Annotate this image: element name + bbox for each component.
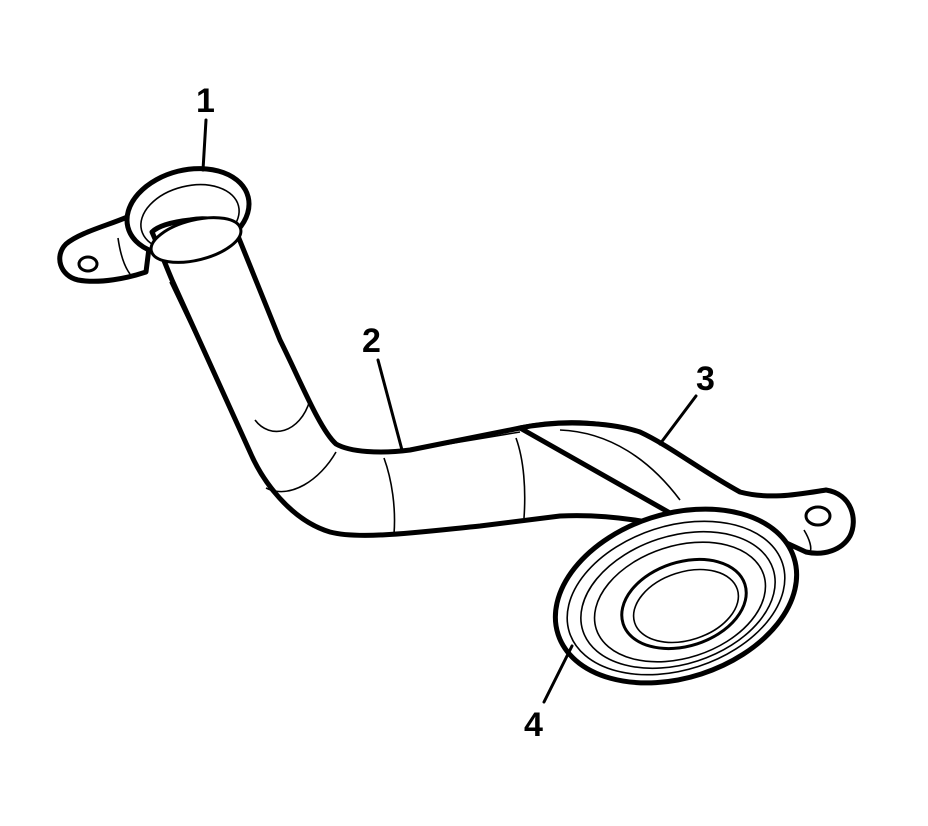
left-bracket-bolt-hole (77, 255, 99, 273)
callout-label-4: 4 (524, 706, 543, 744)
leader-line-1 (201, 118, 208, 172)
callout-label-3: 3 (696, 360, 715, 398)
right-bracket-bolt-hole (804, 505, 832, 527)
callout-label-2: 2 (362, 322, 381, 360)
pickup-screen (552, 506, 800, 686)
support-bracket (517, 420, 856, 556)
leader-line-4 (542, 644, 574, 704)
leader-line-2 (376, 358, 404, 452)
leader-line-3 (658, 394, 698, 446)
callout-label-1: 1 (196, 82, 215, 120)
